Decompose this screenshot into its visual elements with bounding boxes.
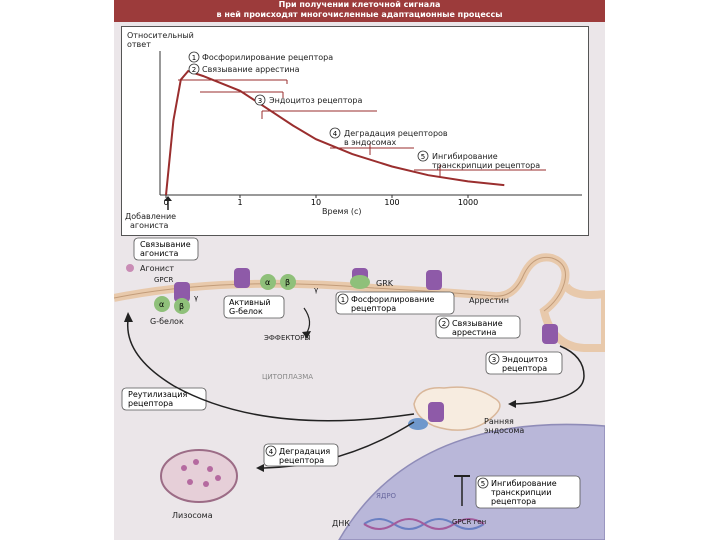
svg-text:1: 1: [192, 54, 196, 62]
gpcr-label: GPCR: [154, 276, 174, 284]
x-axis-label: Время (с): [322, 207, 362, 216]
agonist-molecule: [126, 264, 134, 272]
arrestin-label: Арреcтин: [469, 296, 509, 305]
svg-text:Активный: Активный: [229, 298, 271, 307]
gamma-label-1: γ: [194, 294, 198, 302]
active-g-box: Активный G-белок: [224, 296, 284, 318]
endosome-label-1: Ранняя: [484, 417, 514, 426]
annotation-3: 3 Эндоцитоз рецептора: [255, 95, 362, 105]
svg-text:1: 1: [341, 296, 345, 304]
effectors-label: ЭФФЕКТОРЫ: [264, 334, 311, 342]
agonist-marker: Добавление агониста: [121, 196, 201, 236]
svg-text:2: 2: [442, 320, 446, 328]
svg-text:Фосфорилирование: Фосфорилирование: [351, 295, 435, 304]
y-axis-label-1: Относительный: [127, 31, 194, 40]
lysosome: [161, 450, 237, 502]
endocytosis-arrow-head: [508, 400, 516, 408]
agonist-binding-box: Связывание агониста: [134, 238, 198, 260]
gene-label: GPCR ген: [452, 518, 486, 526]
step2-box: 2 Связывание арреcтина: [436, 316, 520, 338]
beta-label-1: β: [179, 302, 184, 311]
alpha-label-2: α: [265, 278, 270, 287]
step3-box: 3 Эндоцитоз рецептора: [486, 352, 562, 374]
svg-text:Связывание арреcтина: Связывание арреcтина: [202, 65, 300, 74]
agonist-label: Агонист: [140, 264, 174, 273]
svg-text:Ингибирование: Ингибирование: [491, 479, 557, 488]
figure-header: При получении клеточной сигнала в ней пр…: [114, 0, 605, 22]
cytoplasm-label: ЦИТОПЛАЗМА: [262, 373, 313, 381]
svg-text:4: 4: [269, 448, 274, 456]
svg-text:Реутилизация: Реутилизация: [128, 390, 187, 399]
beta-label-2: β: [285, 278, 290, 287]
svg-text:Эндоцитоз: Эндоцитоз: [502, 355, 548, 364]
svg-text:2: 2: [192, 66, 196, 74]
agonist-label-2: агониста: [130, 221, 168, 230]
recycling-box: Реутилизация рецептора: [122, 388, 206, 410]
svg-text:арреcтина: арреcтина: [452, 328, 496, 337]
step4-box: 4 Деградация рецептора: [264, 444, 338, 466]
svg-text:4: 4: [333, 130, 338, 138]
annotation-4: 4 Деградация рецепторов в эндосомах: [330, 128, 448, 147]
step1-box: 1 Фосфорилирование рецептора: [336, 292, 454, 314]
svg-text:рецептора: рецептора: [279, 456, 324, 465]
annotation-1: 1 Фосфорилирование рецептора: [189, 52, 333, 62]
svg-text:3: 3: [258, 97, 262, 105]
agonist-arrow-head: [164, 196, 172, 201]
grk-protein: [350, 275, 370, 289]
svg-text:Деградация: Деградация: [279, 447, 330, 456]
step5-box: 5 Ингибирование транскрипции рецептора: [476, 476, 580, 508]
svg-text:рецептора: рецептора: [491, 497, 536, 506]
pathway-diagram: ЯДРО ЦИТОПЛАЗМА Ранняя эндосома Лизосома…: [114, 236, 605, 540]
dna-label: ДНК: [332, 519, 350, 528]
receptor-6: [428, 402, 444, 422]
header-line-2: в ней происходят многочисленные адаптаци…: [114, 10, 605, 20]
receptor-2: [234, 268, 250, 288]
svg-text:транскрипции: транскрипции: [491, 488, 551, 497]
agonist-label-1: Добавление: [125, 212, 176, 221]
annotation-2: 2 Связывание арреcтина: [189, 64, 300, 74]
svg-text:3: 3: [492, 356, 496, 364]
x-tick-label: 1: [237, 198, 242, 207]
svg-text:Деградация рецепторов: Деградация рецепторов: [344, 129, 448, 138]
svg-text:рецептора: рецептора: [128, 399, 173, 408]
receptor-5: [542, 324, 558, 344]
svg-text:Фосфорилирование рецептора: Фосфорилирование рецептора: [202, 53, 333, 62]
effector-arrow: [304, 308, 310, 334]
receptor-4: [426, 270, 442, 290]
x-tick-label: 1000: [458, 198, 478, 207]
x-tick-label: 10: [311, 198, 321, 207]
svg-text:5: 5: [481, 480, 485, 488]
svg-text:транскрипции рецептора: транскрипции рецептора: [432, 161, 540, 170]
alpha-label-1: α: [159, 300, 164, 309]
grk-label: GRK: [376, 279, 394, 288]
svg-text:Эндоцитоз рецептора: Эндоцитоз рецептора: [269, 96, 362, 105]
recycling-arrow-head: [124, 312, 133, 322]
svg-text:Связывание: Связывание: [140, 240, 191, 249]
svg-text:в эндосомах: в эндосомах: [344, 138, 397, 147]
svg-text:рецептора: рецептора: [351, 304, 396, 313]
nucleus-label: ЯДРО: [376, 492, 397, 500]
svg-text:агониста: агониста: [140, 249, 178, 258]
svg-text:Связывание: Связывание: [452, 319, 503, 328]
svg-text:5: 5: [421, 153, 425, 161]
annotation-5: 5 Ингибирование транскрипции рецептора: [418, 151, 540, 170]
degradation-arrow-head: [256, 464, 264, 472]
lysosome-label: Лизосома: [172, 511, 213, 520]
endosome-label-2: эндосома: [484, 426, 524, 435]
header-line-1: При получении клеточной сигнала: [114, 0, 605, 10]
svg-text:Ингибирование: Ингибирование: [432, 152, 498, 161]
g-protein-label: G-белок: [150, 317, 184, 326]
x-tick-label: 100: [384, 198, 399, 207]
y-axis-label-2: ответ: [127, 40, 151, 49]
svg-text:рецептора: рецептора: [502, 364, 547, 373]
gamma-label-2: γ: [314, 286, 318, 294]
svg-text:G-белок: G-белок: [229, 307, 263, 316]
